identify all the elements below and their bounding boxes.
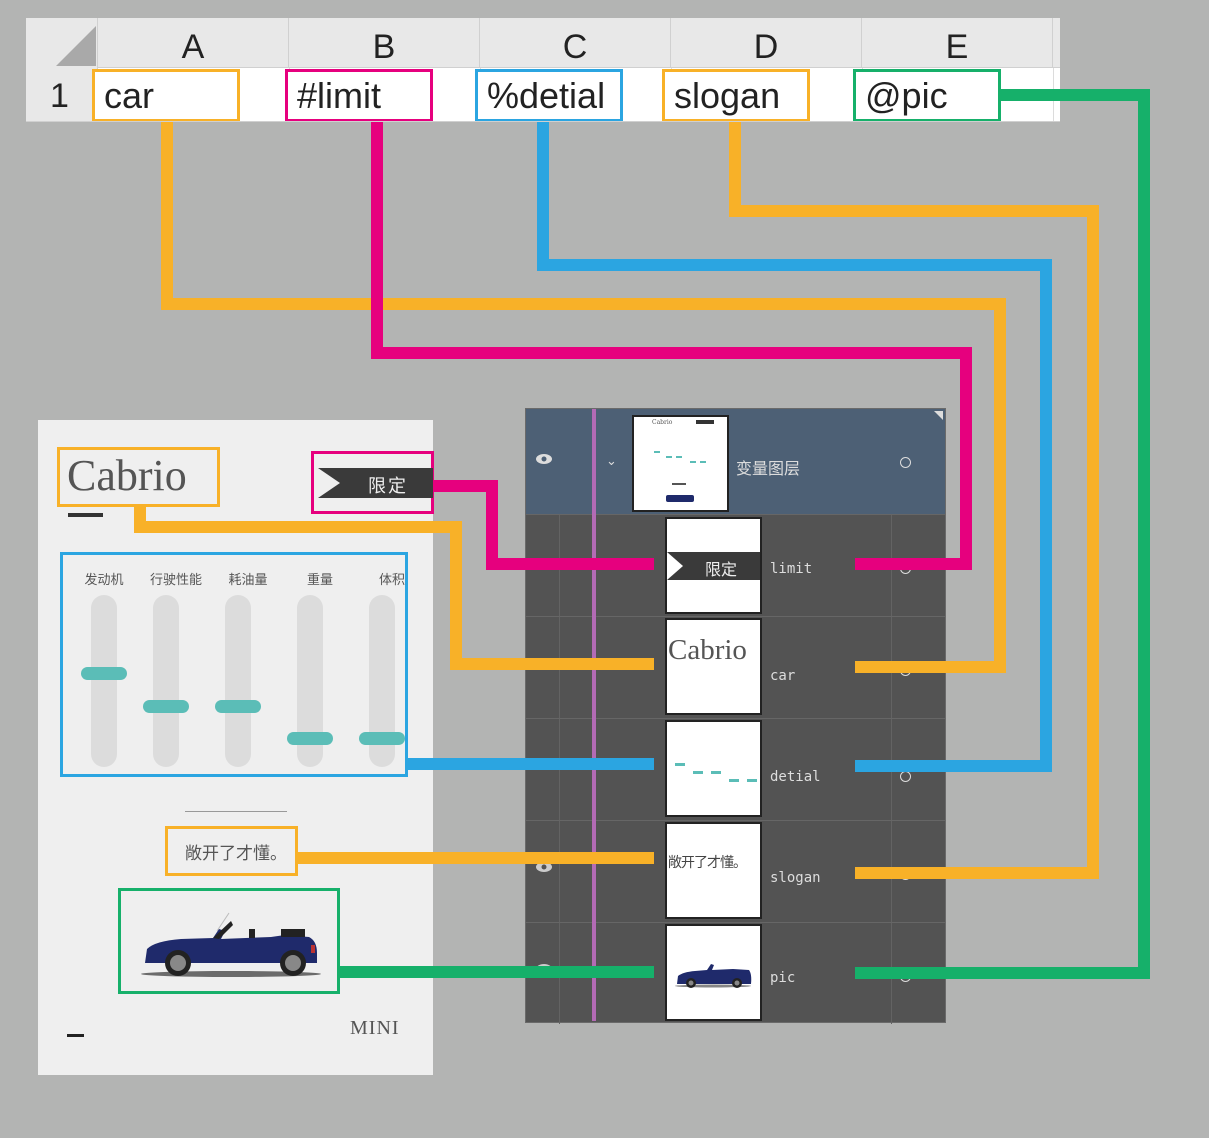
detial-variable-highlight: 发动机 行驶性能 耗油量 重量 体积 [60,552,408,777]
slider-track[interactable] [91,595,117,767]
target-circle-icon[interactable] [900,869,911,880]
visibility-eye-icon[interactable] [535,453,553,465]
slider-thumb[interactable] [143,699,189,713]
column-header-b[interactable]: B [289,18,480,68]
layer-row-pic[interactable]: pic [526,923,945,1025]
title-underline [68,513,103,517]
cell-c1-detial[interactable]: %detial [475,69,623,122]
thumb-car-text: Cabrio [668,634,747,666]
slider-label: 体积 [378,572,405,587]
poster-title: Cabrio [67,451,187,500]
layer-name[interactable]: limit [770,561,813,577]
thumb-limit-text: 限定 [705,562,738,579]
cell-d1-slogan[interactable]: slogan [662,69,810,122]
column-header-e[interactable]: E [862,18,1053,68]
column-header-a[interactable]: A [98,18,289,68]
slider-thumb[interactable] [215,699,261,713]
visibility-eye-icon[interactable] [535,861,553,873]
poster-slogan: 敞开了才懂。 [185,844,287,864]
divider [185,811,287,812]
layer-group-name: 变量图层 [736,461,801,478]
column-header-d[interactable]: D [671,18,862,68]
slider-thumb[interactable] [81,666,127,680]
brand-logo-text: MINI [350,1017,400,1039]
layer-name[interactable]: pic [770,970,796,986]
target-circle-icon[interactable] [900,563,911,574]
cell-b1-limit[interactable]: #limit [285,69,433,122]
layer-row-detial[interactable]: detial [526,719,945,821]
layer-row-slogan[interactable]: 敞开了才懂。 slogan [526,821,945,923]
group-thumbnail: Cabrio [632,415,729,512]
layers-panel: ⌄ Cabrio 变量图层 限定 limit Cabrio car [525,408,946,1025]
convertible-car-icon [141,912,321,977]
slider-engine: 发动机 [73,555,133,775]
slider-label: 行驶性能 [149,572,202,587]
svg-text:Cabrio: Cabrio [652,419,673,426]
layer-thumbnail-detial [665,720,762,817]
target-circle-icon[interactable] [900,771,911,782]
cell-e1-pic[interactable]: @pic [853,69,1001,122]
layer-row-car[interactable]: Cabrio car [526,617,945,719]
layer-thumbnail-pic [665,924,762,1021]
cell-a1-car[interactable]: car [92,69,240,122]
slider-label: 耗油量 [228,572,268,587]
link-indicator-bar [592,409,596,1021]
visibility-eye-icon[interactable] [535,963,553,975]
slider-thumb[interactable] [287,731,333,745]
expand-chevron-icon[interactable]: ⌄ [606,453,617,468]
column-header-c[interactable]: C [480,18,671,68]
slider-label: 重量 [306,572,333,587]
select-all-corner[interactable] [26,18,98,68]
row-header-1[interactable]: 1 [26,68,98,122]
gridline [1053,68,1054,122]
limit-tag-label: 限定 [368,476,408,496]
slider-label: 发动机 [84,572,124,587]
limit-tag: 限定 [318,468,433,498]
layer-thumbnail-slogan: 敞开了才懂。 [665,822,762,919]
spreadsheet: A B C D E 1 car #limit %detial slogan @p… [26,18,1060,122]
slogan-variable-highlight [165,826,298,876]
layer-name[interactable]: car [770,668,796,684]
poster-canvas: Cabrio 限定 发动机 行驶性能 耗油量 重量 体积 [38,420,434,1075]
layer-name[interactable]: detial [770,769,821,785]
slider-thumb[interactable] [359,731,405,745]
bottom-dash [67,1034,84,1037]
layer-row-limit[interactable]: 限定 limit [526,515,945,617]
panel-corner-icon [934,411,943,420]
target-circle-icon[interactable] [900,971,911,982]
convertible-car-icon [675,964,752,988]
thumb-slogan-text: 敞开了才懂。 [668,855,747,871]
target-circle-icon[interactable] [900,665,911,676]
layer-name[interactable]: slogan [770,870,821,886]
slider-driving: 行驶性能 [143,555,205,775]
column-header-bar [26,18,1060,68]
slider-track[interactable] [153,595,179,767]
slider-volume: 体积 [359,555,421,775]
slider-fuel: 耗油量 [215,555,277,775]
tag-notch-icon [318,468,340,498]
select-all-triangle-icon [56,26,96,66]
layer-thumbnail-car: Cabrio [665,618,762,715]
slider-track[interactable] [225,595,251,767]
sheet-bottom-border [26,121,1060,122]
layer-thumbnail-limit: 限定 [665,517,762,614]
slider-weight: 重量 [287,555,349,775]
pic-variable-highlight [118,888,340,994]
target-circle-icon[interactable] [900,457,911,468]
layer-group-row[interactable]: ⌄ Cabrio 变量图层 [526,409,945,515]
